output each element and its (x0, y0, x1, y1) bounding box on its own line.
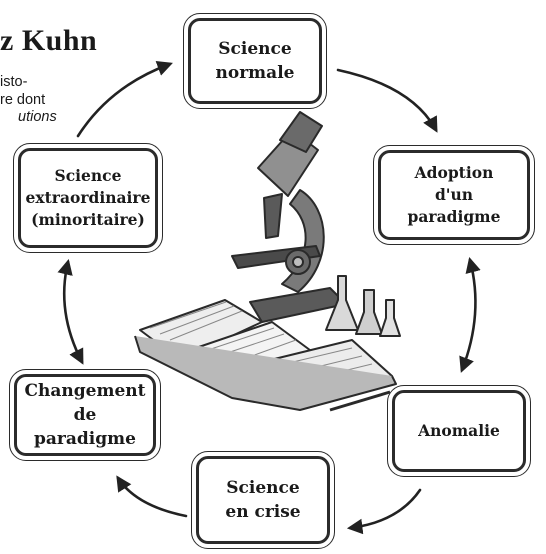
node-science-extraordinaire: Science extraordinaire (minoritaire) (18, 148, 158, 248)
node-science-normale: Science normale (188, 18, 322, 104)
arrow-crise-to-changement (118, 478, 186, 516)
microscope-illustration (135, 112, 400, 410)
arrow-extraordinaire-to-normal (78, 64, 170, 136)
flask-icon (380, 300, 400, 336)
node-changement-paradigme: Changement de paradigme (14, 374, 156, 456)
flask-icon (356, 290, 382, 334)
node-adoption-paradigme: Adoption d'un paradigme (378, 150, 530, 240)
arrow-normal-to-adoption (338, 70, 436, 130)
arrow-anomalie-to-crise (350, 490, 420, 528)
node-science-en-crise: Science en crise (196, 456, 330, 544)
arrow-changement-extraordinaire (64, 262, 82, 362)
node-anomalie: Anomalie (392, 390, 526, 472)
arrow-adoption-anomalie (462, 260, 475, 370)
